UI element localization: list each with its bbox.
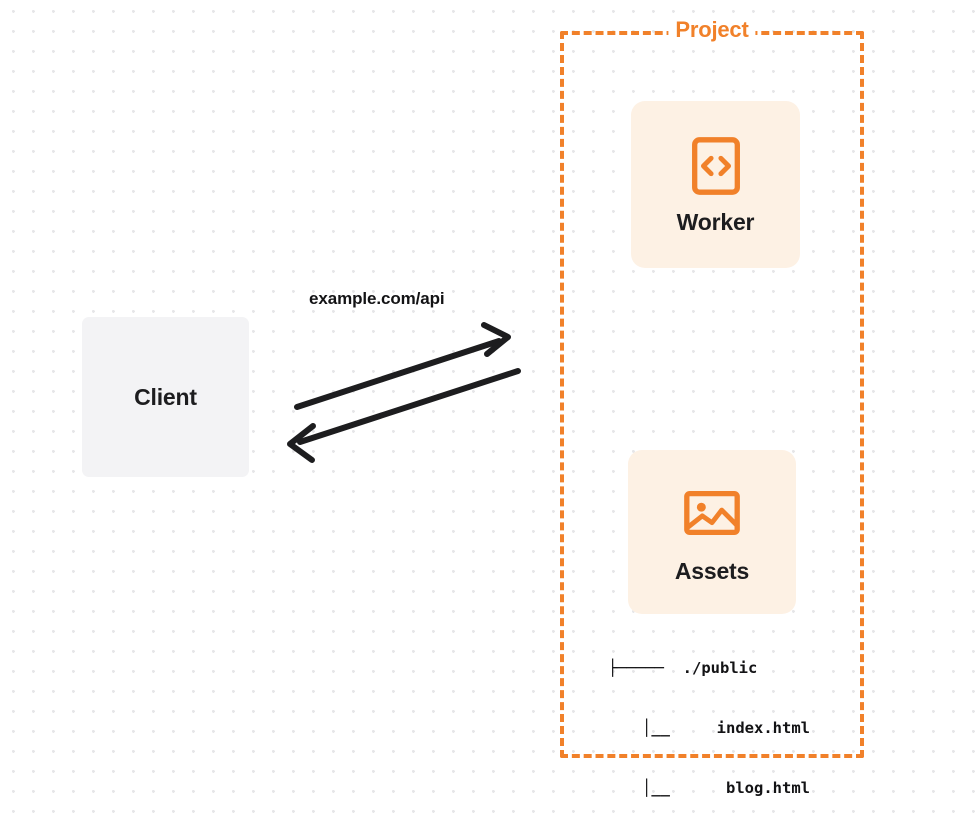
image-icon bbox=[684, 490, 740, 535]
code-brackets-icon bbox=[691, 137, 740, 195]
assets-file-tree: ├───── ./public │__ index.html │__ blog.… bbox=[600, 618, 810, 818]
file-tree-row: │__ blog.html bbox=[642, 779, 810, 797]
response-arrow bbox=[287, 368, 521, 463]
file-tree-row: ├───── ./public bbox=[608, 659, 758, 677]
worker-label: Worker bbox=[676, 209, 755, 235]
worker-node: Worker bbox=[631, 101, 800, 268]
client-label: Client bbox=[134, 383, 197, 410]
project-container: Project bbox=[560, 19, 864, 758]
assets-node: Assets bbox=[628, 450, 796, 614]
endpoint-label: example.com/api bbox=[309, 289, 445, 308]
project-title: Project bbox=[668, 19, 756, 41]
request-arrow bbox=[294, 322, 511, 410]
client-node: Client bbox=[82, 317, 249, 477]
file-tree-row: │__ index.html bbox=[642, 719, 810, 737]
assets-label: Assets bbox=[674, 557, 750, 584]
